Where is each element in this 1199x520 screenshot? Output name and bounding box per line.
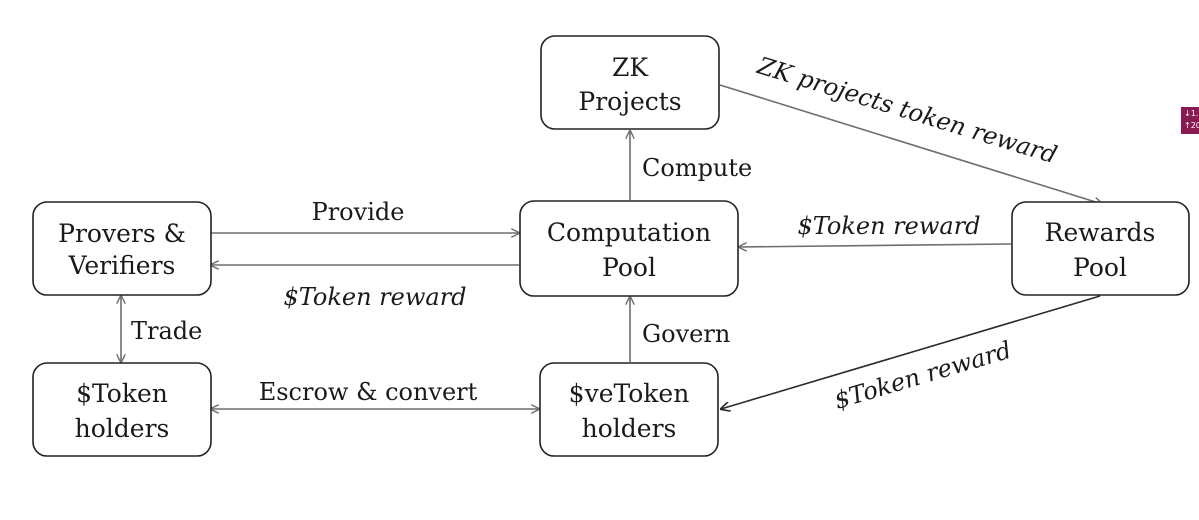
node-provers-verifiers: Provers & Verifiers bbox=[32, 201, 212, 296]
node-provers-verifiers-line2: Verifiers bbox=[68, 251, 176, 280]
corner-badge-line1: ↓1. bbox=[1184, 109, 1199, 118]
node-vetoken-holders-line2: holders bbox=[582, 414, 677, 443]
label-token-reward-vetoken: $Token reward bbox=[831, 336, 1014, 415]
label-compute: Compute bbox=[642, 154, 752, 182]
label-token-reward-pool: $Token reward bbox=[797, 212, 980, 240]
node-provers-verifiers-line1: Provers & bbox=[58, 219, 186, 248]
node-rewards-pool-line2: Pool bbox=[1073, 253, 1127, 282]
label-trade: Trade bbox=[131, 317, 202, 345]
node-computation-pool-line1: Computation bbox=[547, 218, 711, 247]
node-token-holders: $Token holders bbox=[32, 362, 212, 457]
node-token-holders-line2: holders bbox=[75, 414, 170, 443]
edge-token-reward-to-vetoken bbox=[721, 295, 1101, 409]
label-token-reward-provers: $Token reward bbox=[283, 283, 466, 311]
label-provide: Provide bbox=[312, 198, 405, 226]
edge-zk-reward bbox=[719, 84, 1102, 204]
node-vetoken-holders: $veToken holders bbox=[539, 362, 719, 457]
label-escrow-convert: Escrow & convert bbox=[259, 378, 478, 406]
node-rewards-pool-line1: Rewards bbox=[1045, 218, 1156, 247]
node-rewards-pool: Rewards Pool bbox=[1011, 201, 1190, 296]
node-zk-projects-line2: Projects bbox=[578, 87, 681, 116]
node-computation-pool: Computation Pool bbox=[519, 200, 739, 297]
node-computation-pool-line2: Pool bbox=[602, 253, 656, 282]
corner-badge-line2: ↑20 bbox=[1184, 121, 1199, 130]
node-token-holders-line1: $Token bbox=[76, 379, 168, 408]
node-zk-projects-line1: ZK bbox=[612, 53, 649, 82]
label-govern: Govern bbox=[642, 320, 730, 348]
node-vetoken-holders-line1: $veToken bbox=[569, 379, 690, 408]
corner-badge: ↓1. ↑20 bbox=[1181, 107, 1199, 134]
node-zk-projects: ZK Projects bbox=[540, 35, 720, 130]
edge-token-reward-to-pool bbox=[739, 244, 1012, 247]
